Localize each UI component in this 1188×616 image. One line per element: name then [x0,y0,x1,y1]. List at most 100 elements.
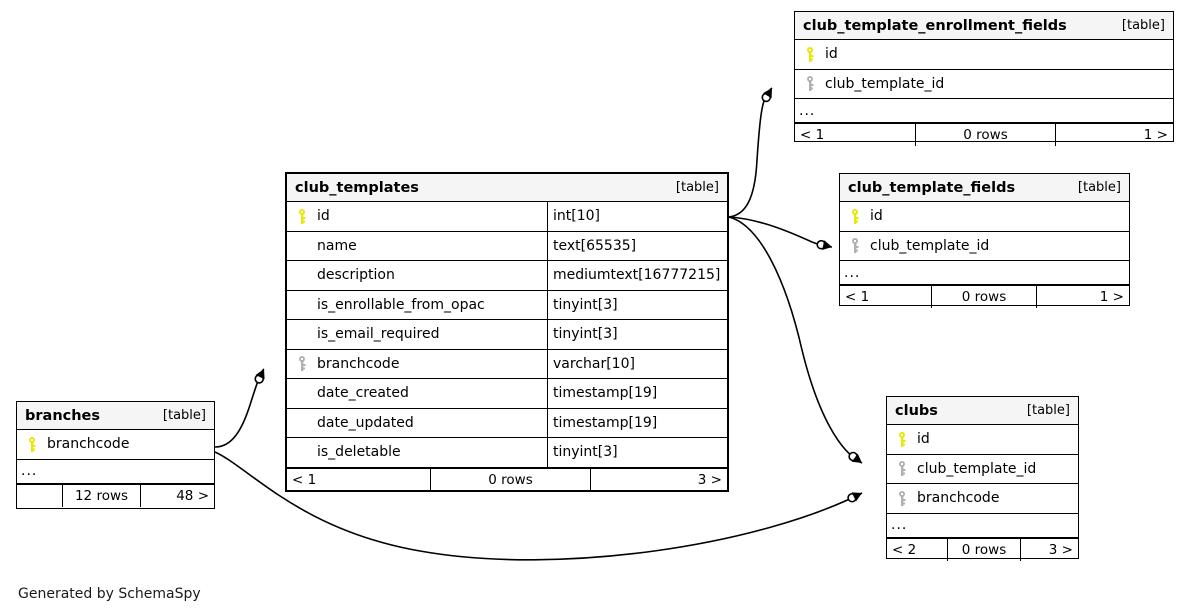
relationship-arrowhead [851,492,862,502]
column-type-cell: tinyint[3] [547,438,727,467]
table-row[interactable]: name text[65535] [287,231,727,261]
column-label: id [825,46,838,63]
column-type-cell: mediumtext[16777215] [547,261,727,290]
table-row[interactable]: is_email_required tinyint[3] [287,320,727,350]
relationship-arrowhead [822,240,832,251]
column-label: is_email_required [317,326,440,343]
relationship-edge [214,368,265,448]
footer-prev-link[interactable]: < 1 [292,471,317,488]
column-name-cell: branchcode [17,430,214,459]
footer-row-count: 12 rows [62,484,140,507]
footer-next-link[interactable]: 3 > [1020,538,1078,561]
column-name-cell: is_email_required [287,320,547,349]
table-row[interactable]: branchcode [17,430,214,460]
primary-key-icon [293,208,311,224]
column-name-cell: club_template_id [840,232,1129,261]
table-kind-label: [table] [1077,180,1121,195]
table-kind-label: [table] [162,408,206,423]
footer-prev-link[interactable] [17,485,62,507]
table-header-branches: branches [table] [17,402,214,430]
table-row[interactable]: branchcode [887,484,1078,514]
foreign-key-icon [893,490,911,506]
column-name-cell: club_template_id [795,70,1173,99]
footer-next-link[interactable]: 3 > [590,468,727,491]
column-type-cell: int[10] [547,202,727,231]
diagram-caption: Generated by SchemaSpy [18,586,201,602]
relationship-edge [728,87,773,218]
relationship-zero-marker [254,374,265,384]
table-title: club_template_fields [848,179,1016,196]
footer-row-count: 0 rows [931,286,1036,308]
table-row[interactable]: date_created timestamp[19] [287,379,727,409]
column-label: branchcode [317,355,400,372]
relationship-zero-marker [816,239,827,250]
column-type-cell: timestamp[19] [547,379,727,408]
column-label: id [917,431,930,448]
table-node-club_template_enrollment_fields[interactable]: club_template_enrollment_fields[table]id… [794,11,1174,146]
primary-key-icon [801,46,819,62]
column-type-cell: tinyint[3] [547,320,727,349]
column-label: date_created [317,385,409,402]
foreign-key-icon [846,238,864,254]
table-row[interactable]: id [795,40,1173,70]
table-row[interactable]: id [887,425,1078,455]
relationship-edge [728,216,833,248]
column-label: is_deletable [317,444,401,461]
column-name-cell: description [287,261,547,290]
foreign-key-icon [293,356,311,372]
column-label: branchcode [917,490,1000,507]
table-node-club_template_fields[interactable]: club_template_fields [table] id club_templa… [839,173,1130,308]
column-name-cell: id [840,202,1129,231]
table-row[interactable]: branchcode varchar[10] [287,349,727,379]
table-title: branches [25,407,101,424]
more-columns-ellipsis: ... [887,514,1078,538]
table-header-club_template_enrollment_fields: club_template_enrollment_fields[table] [795,12,1173,40]
more-columns-ellipsis: ... [795,99,1173,123]
column-name-cell: id [287,202,547,231]
relationship-arrowhead [851,453,862,463]
column-name-cell: id [795,40,1173,69]
footer-prev-link[interactable]: < 2 [892,541,917,558]
footer-next-link[interactable]: 1 > [1036,286,1129,308]
table-row[interactable]: club_template_id [840,232,1129,261]
column-type-cell: timestamp[19] [547,408,727,437]
table-title: club_template_enrollment_fields [803,17,1067,34]
table-row[interactable]: id int[10] [287,202,727,232]
footer-prev-link[interactable]: < 1 [800,127,825,143]
column-label: id [317,208,330,225]
column-label: club_template_id [917,460,1037,477]
column-label: id [870,208,883,225]
column-name-cell: club_template_id [887,455,1078,484]
table-row[interactable]: club_template_id [887,455,1078,484]
column-label: name [317,237,357,254]
column-name-cell: branchcode [887,484,1078,513]
relationship-zero-marker [761,92,772,103]
column-name-cell: name [287,232,547,261]
footer-next-link[interactable]: 1 > [1055,124,1173,146]
column-name-cell: branchcode [287,350,547,379]
column-type-cell: text[65535] [547,231,727,260]
primary-key-icon [846,208,864,224]
table-row[interactable]: id [840,202,1129,232]
column-label: club_template_id [870,237,990,254]
table-row[interactable]: is_deletable tinyint[3] [287,438,727,468]
column-label: club_template_id [825,75,945,92]
primary-key-icon [893,431,911,447]
table-row[interactable]: club_template_id [795,70,1173,99]
table-header-club_template_fields: club_template_fields [table] [840,174,1129,202]
primary-key-icon [23,436,41,452]
footer-next-link[interactable]: 48 > [140,484,214,507]
column-type-cell: varchar[10] [547,349,727,378]
footer-prev-link[interactable]: < 1 [845,289,870,305]
column-name-cell: date_created [287,379,547,408]
column-name-cell: id [887,425,1078,454]
